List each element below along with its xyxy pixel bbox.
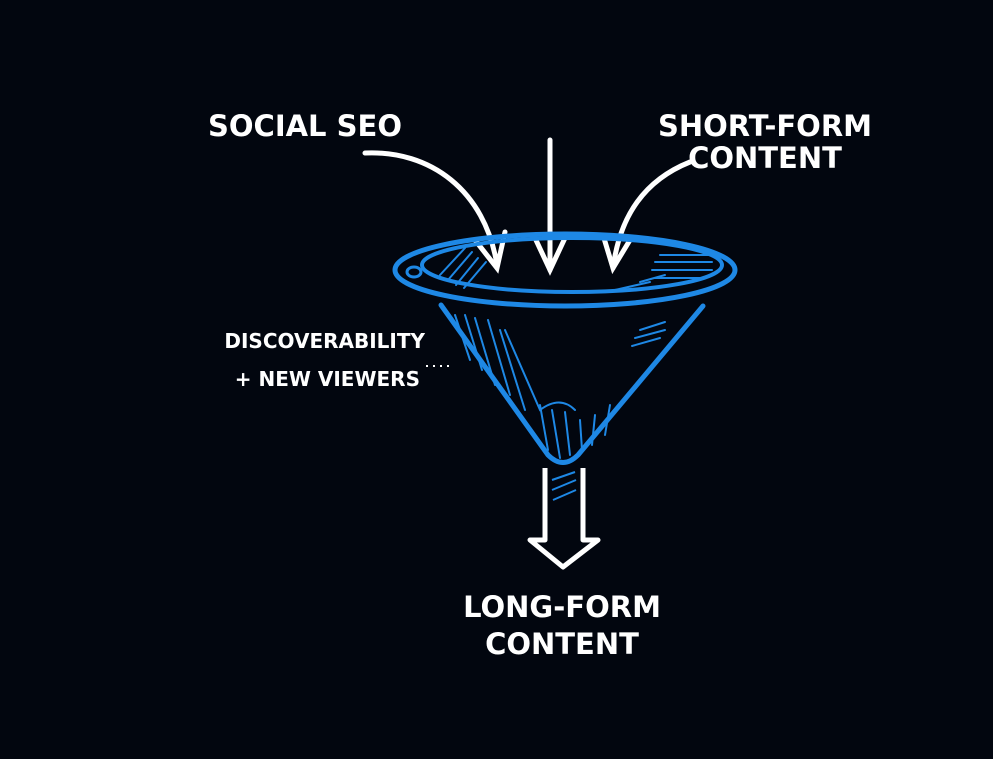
- label-short-form-1: SHORT-FORM: [658, 109, 872, 143]
- arrow-social-seo: [362, 150, 508, 274]
- label-short-form-2: CONTENT: [688, 141, 842, 175]
- label-long-form-2: CONTENT: [485, 627, 639, 661]
- arrow-short-form: [600, 159, 693, 275]
- label-new-viewers: + NEW VIEWERS: [235, 367, 420, 391]
- arrow-long-form: [527, 468, 601, 570]
- label-discoverability: DISCOVERABILITY: [224, 329, 425, 353]
- funnel-icon: [392, 231, 738, 465]
- arrow-center: [532, 137, 568, 276]
- label-social-seo: SOCIAL SEO: [208, 109, 402, 143]
- label-long-form-1: LONG-FORM: [463, 590, 661, 624]
